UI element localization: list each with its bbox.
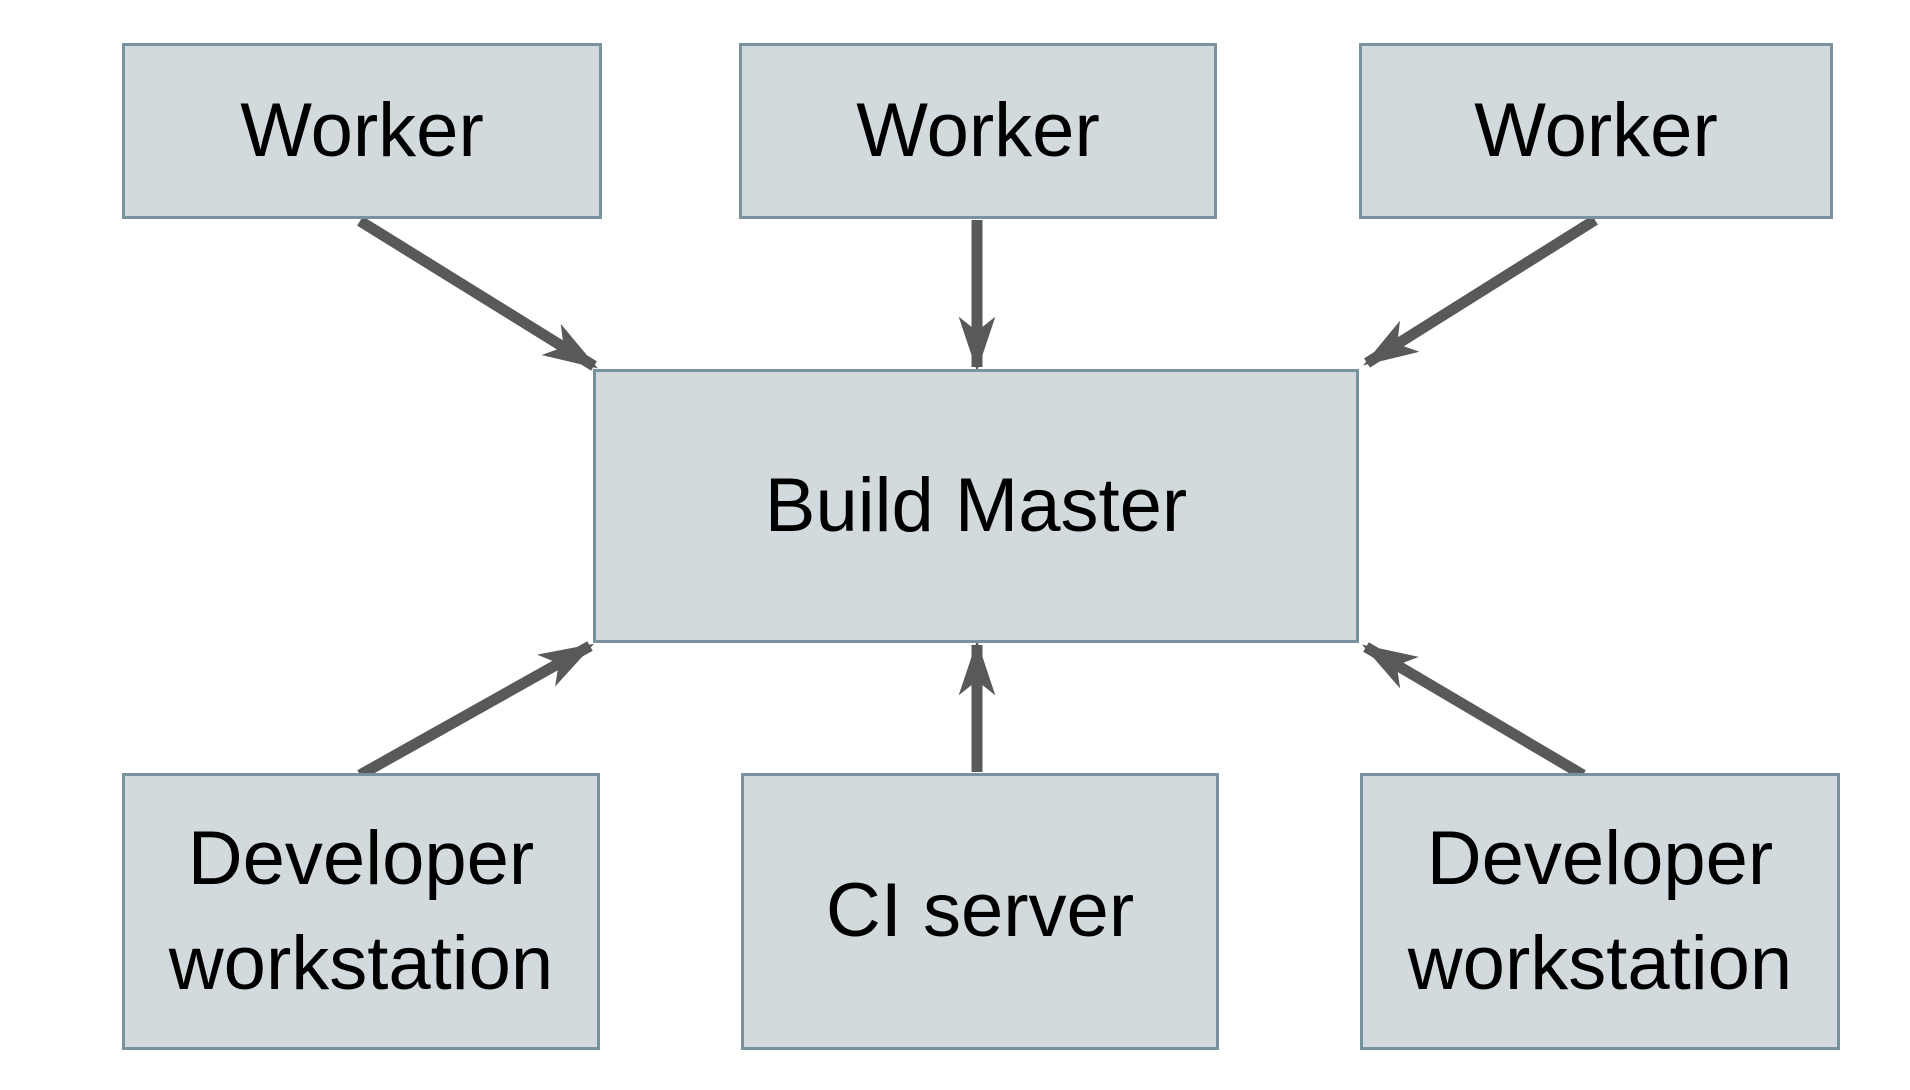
node-worker-middle: Worker [739, 43, 1217, 219]
arrow-dev-right-to-build-master [1362, 642, 1586, 780]
node-worker-left-label: Worker [240, 87, 484, 173]
node-developer-workstation-left: Developer workstation [122, 773, 600, 1050]
arrow-worker-right-to-build-master [1363, 215, 1598, 368]
arrow-worker-left-to-build-master [357, 216, 598, 371]
node-developer-workstation-right: Developer workstation [1360, 773, 1840, 1050]
node-build-master: Build Master [593, 369, 1359, 643]
node-build-master-label: Build Master [764, 462, 1188, 548]
node-ci-server: CI server [741, 773, 1219, 1050]
node-worker-middle-label: Worker [856, 87, 1100, 173]
node-worker-right: Worker [1359, 43, 1833, 219]
node-developer-workstation-left-label: Developer workstation [168, 815, 554, 1006]
node-worker-left: Worker [122, 43, 602, 219]
node-worker-right-label: Worker [1474, 87, 1718, 173]
node-developer-workstation-right-label: Developer workstation [1407, 815, 1793, 1006]
arrow-dev-left-to-build-master [357, 641, 594, 780]
node-ci-server-label: CI server [825, 868, 1135, 954]
